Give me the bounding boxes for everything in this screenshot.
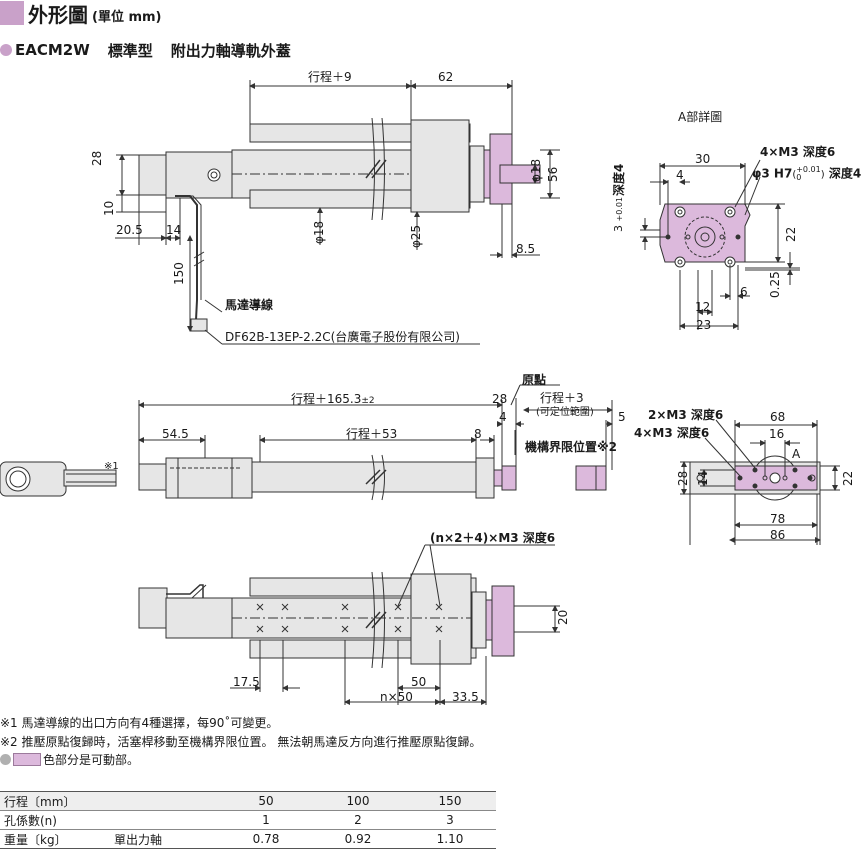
bullet-dot-icon xyxy=(0,44,12,56)
end-dim-22: 22 xyxy=(841,470,855,486)
detail-holes-m3: 4×M3 深度6 xyxy=(760,145,836,159)
spec-cell: 3 xyxy=(404,810,496,830)
legend-color-swatch xyxy=(13,752,41,766)
end-dim-78: 78 xyxy=(770,512,786,526)
side-view xyxy=(138,384,613,501)
note-1: ※1 馬達導線的出口方向有4種選擇，每90˚可變更。 xyxy=(0,716,279,730)
end-holes-2: 2×M3 深度6 xyxy=(648,408,724,422)
detail-dim-12: 12 xyxy=(695,300,711,314)
page-heading: 外形圖 (單位 mm) xyxy=(0,0,162,27)
technical-drawing xyxy=(0,80,840,705)
spec-cell: 2 xyxy=(312,810,404,830)
spec-row-label: 孔係數(n) xyxy=(0,810,220,830)
detail-depth4-left: 深度4 xyxy=(612,163,626,196)
side-dim-8: 8 xyxy=(474,427,482,441)
model-name: EACM2W xyxy=(15,41,90,59)
dim-stroke-plus-3: 行程＋3 xyxy=(540,391,584,405)
adjustable-range: (可定位範圍) xyxy=(536,407,594,418)
model-type: 標準型 xyxy=(107,41,153,60)
note-2: ※2 推壓原點復歸時，活塞桿移動至機構界限位置。 無法朝馬達反方向進行推壓原點復… xyxy=(0,735,482,749)
motor-cable-label: 馬達導線 xyxy=(225,298,274,312)
dim-phi25: φ25 xyxy=(409,224,423,248)
spec-row-label: 重量〔kg〕 xyxy=(0,829,110,849)
dim-150: 150 xyxy=(172,262,186,285)
heading-square-icon xyxy=(0,1,24,25)
detail-dim-3: 3 +0.01 xyxy=(612,196,625,232)
dim-phi18-bottom: φ18 xyxy=(312,220,326,244)
spec-table: 行程〔mm〕 50 100 150 孔係數(n) 1 2 3 重量〔kg〕 單出… xyxy=(0,791,496,849)
detail-dim-30: 30 xyxy=(695,152,711,166)
page-title: 外形圖 xyxy=(28,2,88,27)
detail-dim-23: 23 xyxy=(696,318,712,332)
model-heading: EACM2W 標準型 附出力軸導軌外蓋 xyxy=(0,41,291,60)
dim-54-5: 54.5 xyxy=(162,427,189,441)
origin-label: 原點 xyxy=(522,373,547,387)
bottom-dim-20: 20 xyxy=(556,609,570,625)
spec-row-holes: 孔係數(n) 1 2 3 xyxy=(0,810,496,830)
spec-header-stroke: 行程〔mm〕 xyxy=(0,791,220,811)
spec-cell: 0.92 xyxy=(312,829,404,849)
dim-8-5: 8.5 xyxy=(516,242,536,256)
mech-limit-label: 機構界限位置※2 xyxy=(525,440,618,454)
spec-cell: 1.10 xyxy=(404,829,496,849)
detail-dim-0-25: 0.25 xyxy=(768,271,782,298)
bottom-dim-50: 50 xyxy=(411,675,427,689)
dim-20-5: 20.5 xyxy=(116,223,143,237)
bottom-dim-33-5: 33.5 xyxy=(452,690,479,704)
spec-header-150: 150 xyxy=(404,791,496,811)
detail-dim-4: 4 xyxy=(676,168,684,182)
spec-header-50: 50 xyxy=(220,791,312,811)
spec-row-sublabel: 單出力軸 xyxy=(110,829,220,849)
end-view xyxy=(680,419,840,545)
unit-label: (單位 mm) xyxy=(92,9,162,25)
bottom-view xyxy=(138,544,560,705)
end-holes-4: 4×M3 深度6 xyxy=(634,426,710,440)
bottom-holes-n: (n×2＋4)×M3 深度6 xyxy=(430,531,556,545)
side-dim-4: 4 xyxy=(499,410,507,424)
dim-62: 62 xyxy=(438,70,454,84)
dim-28-top: 28 xyxy=(90,150,104,166)
side-dim-28: 28 xyxy=(492,392,508,406)
connector-label: DF62B-13EP-2.2C(台廣電子股份有限公司) xyxy=(225,330,460,344)
detail-dim-22: 22 xyxy=(784,226,798,242)
detail-a-title: A部詳圖 xyxy=(678,110,723,124)
dim-14-top: 14 xyxy=(166,223,182,237)
legend-dot-icon xyxy=(0,753,11,765)
dim-stroke-plus-165: 行程＋165.3±2 xyxy=(291,392,375,406)
dim-stroke-plus-9: 行程＋9 xyxy=(308,70,352,84)
spec-row-weight: 重量〔kg〕 單出力軸 0.78 0.92 1.10 xyxy=(0,829,496,849)
note-mark-1: ※1 xyxy=(104,461,119,472)
end-dim-14: 14 xyxy=(696,470,710,486)
spec-header-100: 100 xyxy=(312,791,404,811)
bottom-n-50: n×50 xyxy=(380,690,413,704)
side-dim-5: 5 xyxy=(618,410,626,424)
dim-stroke-plus-53: 行程＋53 xyxy=(346,427,398,441)
bottom-dim-17-5: 17.5 xyxy=(233,675,260,689)
connector-end-view xyxy=(0,461,117,497)
spec-cell: 0.78 xyxy=(220,829,312,849)
end-dim-28: 28 xyxy=(676,470,690,486)
end-label-a: A xyxy=(792,447,801,461)
spec-cell: 1 xyxy=(220,810,312,830)
detail-dim-6: 6 xyxy=(740,285,748,299)
dim-phi18-right: φ18 xyxy=(529,158,543,182)
detail-a-view xyxy=(640,159,800,330)
movable-legend: 色部分是可動部。 xyxy=(0,752,140,767)
spec-header-row: 行程〔mm〕 50 100 150 xyxy=(0,791,496,811)
end-dim-16: 16 xyxy=(769,427,785,441)
model-variant: 附出力軸導軌外蓋 xyxy=(170,41,291,60)
dim-10-top: 10 xyxy=(102,200,116,216)
legend-text: 色部分是可動部。 xyxy=(43,752,140,767)
top-view xyxy=(115,80,560,345)
end-dim-86: 86 xyxy=(770,528,786,542)
dim-56: 56 xyxy=(546,166,560,182)
end-dim-68: 68 xyxy=(770,410,786,424)
